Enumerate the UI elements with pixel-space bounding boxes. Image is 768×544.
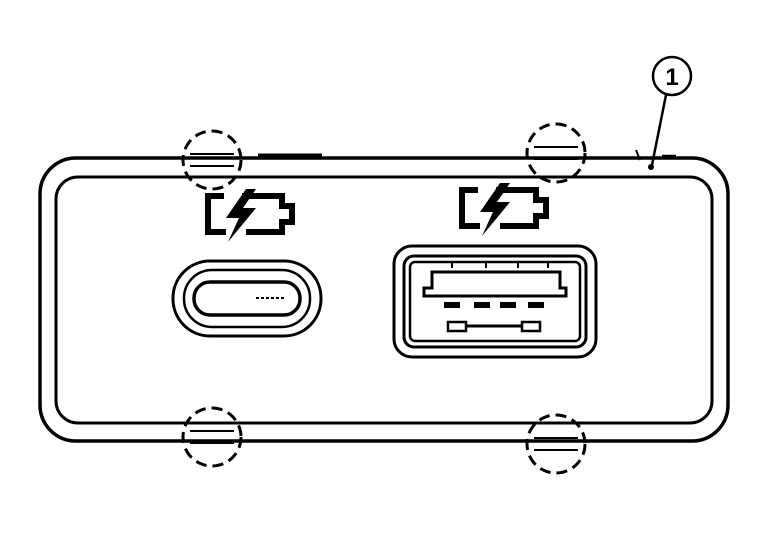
callout-circle — [651, 55, 693, 97]
usb-module-housing — [38, 149, 730, 443]
callout-number: 1 — [665, 64, 678, 91]
clip-marker-bottom-left — [181, 406, 243, 468]
usb-type-a-port — [392, 244, 598, 359]
clip-marker-top-left — [181, 129, 243, 191]
callout-target-dot — [648, 164, 654, 170]
clip-markers — [181, 122, 587, 475]
clip-marker-top-right — [525, 122, 587, 184]
clip-marker-bottom-right — [525, 413, 587, 475]
callout-1: 1 — [650, 55, 693, 166]
battery-charging-icon — [205, 189, 295, 242]
battery-charging-icon — [459, 183, 549, 236]
housing-top-mark — [635, 149, 641, 161]
callout-leader-line — [650, 94, 668, 166]
housing-inner-outline — [54, 175, 714, 425]
housing-outer-outline — [38, 156, 730, 443]
usb-type-c-port — [171, 259, 323, 338]
